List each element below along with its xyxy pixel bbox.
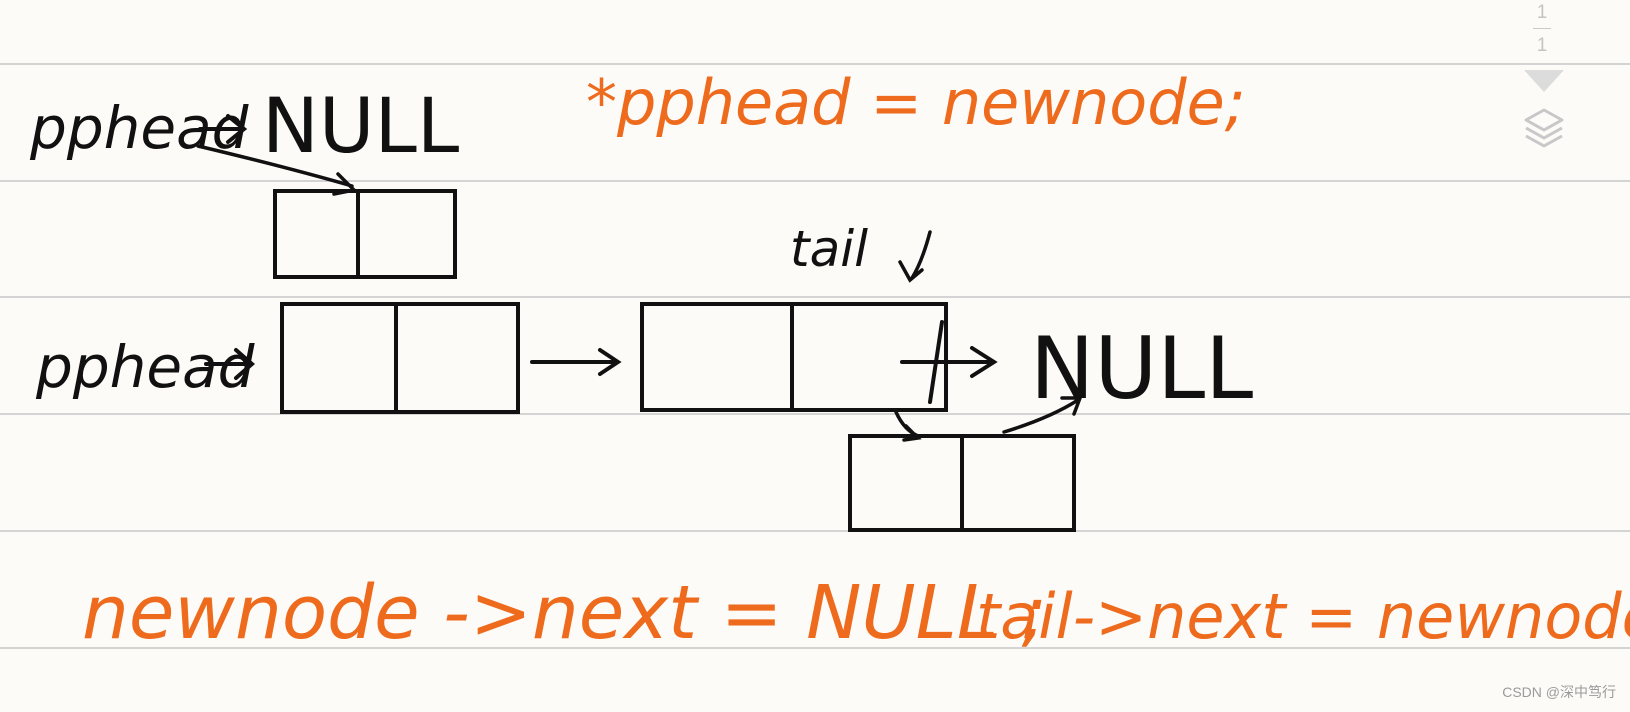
triangle-down-icon[interactable]	[1524, 70, 1564, 92]
tail-label: tail	[790, 220, 868, 278]
null-label-mid: NULL	[1030, 319, 1253, 419]
statement-bottom-right: tail->next = newnode;	[976, 580, 1630, 653]
node-new	[848, 434, 1076, 532]
node-tail	[640, 302, 948, 412]
page-separator	[1533, 28, 1551, 29]
watermark: CSDN @深中笃行	[1502, 684, 1616, 700]
statement-bottom-left: newnode ->next = NULL ;	[82, 570, 1047, 656]
arrow-tail-down	[898, 230, 932, 283]
arrow-tail-to-null-crossed	[900, 320, 998, 404]
node-first	[280, 302, 520, 414]
arrow-first-to-second	[530, 348, 622, 376]
null-label-top: NULL	[262, 81, 459, 170]
page-current: 1	[1536, 2, 1548, 23]
page-indicator: 1 1	[1522, 2, 1562, 57]
pphead-label-mid: pphead	[35, 333, 256, 401]
node-top	[273, 189, 457, 279]
assign-label-top: *pphead = newnode;	[586, 66, 1246, 139]
arrow-tail-to-new-node	[894, 410, 922, 442]
page-total: 1	[1536, 35, 1548, 56]
arrow-pphead-to-first-node	[204, 348, 256, 380]
layers-icon[interactable]	[1524, 108, 1564, 148]
arrow-new-node-to-null	[1002, 396, 1083, 434]
arrow-pphead-to-null-top	[198, 114, 248, 144]
ruled-lines	[0, 63, 1630, 649]
